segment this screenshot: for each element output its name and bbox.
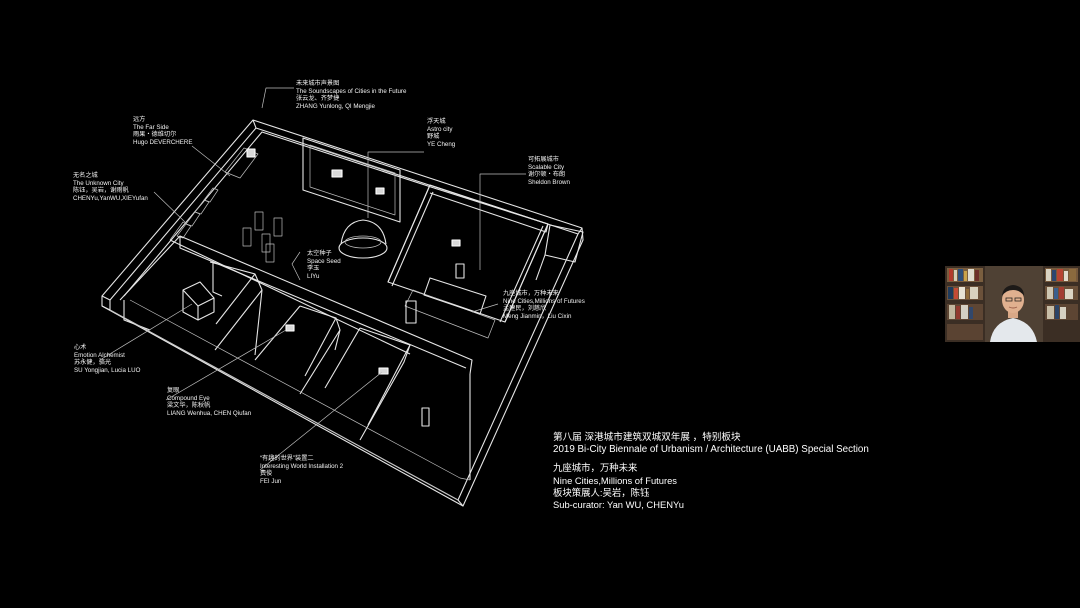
label-en-title: Scalable City bbox=[528, 163, 565, 171]
label-compound-eye: 复眼 Compound Eye 梁文华，陈秋帆 LIANG Wenhua, CH… bbox=[167, 387, 251, 417]
label-zh-title: 心术 bbox=[74, 344, 87, 351]
exhibition-caption: 第八届 深港城市建筑双城双年展 ，特别板块 2019 Bi-City Bienn… bbox=[553, 432, 869, 511]
caption-line: 板块策展人:吴岩，陈钰 bbox=[553, 486, 650, 498]
label-zh-title: 无名之城 bbox=[73, 172, 98, 179]
label-zh-artist: 李玉 bbox=[307, 265, 320, 273]
caption-line: Nine Cities,Millions of Futures bbox=[553, 474, 677, 486]
label-soundscapes: 未来城市声景图 The Soundscapes of Cities in the… bbox=[296, 80, 406, 110]
label-en-artist: LIYu bbox=[307, 272, 320, 280]
label-en-title: Emotion Alchemist bbox=[74, 351, 125, 359]
label-en-artist: ZHANG Yunlong, QI Mengjie bbox=[296, 102, 375, 110]
label-scalable-city: 可拓展城市 Scalable City 谢尔顿・布朗 Sheldon Brown bbox=[528, 156, 570, 186]
label-zh-artist: 陈钰，吴岩，谢雨帆 bbox=[73, 187, 129, 195]
caption-title-en: 2019 Bi-City Biennale of Urbanism / Arch… bbox=[553, 444, 869, 456]
label-nine-cities: 九座城市，万种未来 Nine Cities,Millions of Future… bbox=[503, 290, 585, 320]
label-zh-artist: 苏永健，骆光 bbox=[74, 359, 112, 367]
label-emotion-alchemist: 心术 Emotion Alchemist 苏永健，骆光 SU Yongjian,… bbox=[74, 344, 140, 374]
label-zh-artist: 费俊 bbox=[260, 470, 273, 478]
label-en-title: Nine Cities,Millions of Futures bbox=[503, 297, 585, 305]
label-zh-title: 远方 bbox=[133, 116, 146, 123]
label-en-artist: Hugo DEVERCHERE bbox=[133, 138, 193, 146]
label-astro-city: 浮天城 Astro city 野城 YE Cheng bbox=[427, 118, 455, 148]
label-unknown-city: 无名之城 The Unknown City 陈钰，吴岩，谢雨帆 CHENYu,Y… bbox=[73, 172, 148, 202]
label-zh-title: 复眼 bbox=[167, 387, 180, 394]
label-zh-artist: 孟建民，刘慈欣 bbox=[503, 305, 547, 313]
label-zh-title: 可拓展城市 bbox=[528, 156, 559, 163]
label-zh-artist: 雨果・德维切尔 bbox=[133, 131, 177, 139]
space-seed-dome bbox=[338, 237, 388, 259]
presenter-webcam-image bbox=[945, 266, 1080, 342]
label-far-side: 远方 The Far Side 雨果・德维切尔 Hugo DEVERCHERE bbox=[133, 116, 193, 146]
label-en-artist: Meng Jianmin，Liu Cixin bbox=[503, 312, 572, 320]
label-zh-artist: 张云龙、齐梦捷 bbox=[296, 95, 340, 103]
label-en-title: Compound Eye bbox=[167, 394, 210, 402]
label-en-artist: SU Yongjian, Lucia LUO bbox=[74, 366, 141, 374]
label-zh-artist: 梁文华，陈秋帆 bbox=[167, 402, 211, 410]
lower-rooms-outer-wall bbox=[119, 235, 473, 375]
label-zh-artist: 野城 bbox=[427, 133, 440, 141]
label-zh-title: 太空种子 bbox=[307, 250, 332, 257]
label-zh-title: 未来城市声景图 bbox=[296, 80, 340, 87]
label-en-title: The Far Side bbox=[133, 123, 169, 131]
label-en-artist: LIANG Wenhua, CHEN Qiufan bbox=[167, 409, 252, 417]
presenter-video-tile[interactable] bbox=[945, 266, 1080, 342]
label-en-artist: FEI Jun bbox=[260, 477, 282, 485]
label-zh-title: 浮天城 bbox=[427, 118, 446, 125]
label-interesting-world: “有趣的世界”装置二 Interesting World Installatio… bbox=[260, 455, 343, 485]
label-en-title: The Soundscapes of Cities in the Future bbox=[296, 87, 407, 95]
outer-wall-top bbox=[109, 127, 579, 301]
label-zh-artist: 谢尔顿・布朗 bbox=[528, 171, 566, 179]
label-en-title: The Unknown City bbox=[73, 179, 124, 187]
label-en-artist: CHENYu,YanWU,XIEYufan bbox=[73, 194, 148, 202]
label-en-artist: Sheldon Brown bbox=[528, 178, 570, 186]
caption-line: Sub-curator: Yan WU, CHENYu bbox=[553, 499, 684, 511]
caption-line: 九座城市，万种未来 bbox=[553, 462, 638, 474]
label-zh-title: 九座城市，万种未来 bbox=[503, 290, 559, 297]
label-en-title: Interesting World Installation 2 bbox=[260, 462, 344, 470]
label-zh-title: “有趣的世界”装置二 bbox=[260, 455, 314, 462]
label-space-seed: 太空种子 Space Seed 李玉 LIYu bbox=[307, 250, 341, 280]
label-en-artist: YE Cheng bbox=[427, 140, 456, 148]
caption-title-zh: 第八届 深港城市建筑双城双年展 ，特别板块 bbox=[553, 432, 741, 443]
label-en-title: Space Seed bbox=[307, 257, 341, 265]
label-en-title: Astro city bbox=[427, 125, 453, 133]
